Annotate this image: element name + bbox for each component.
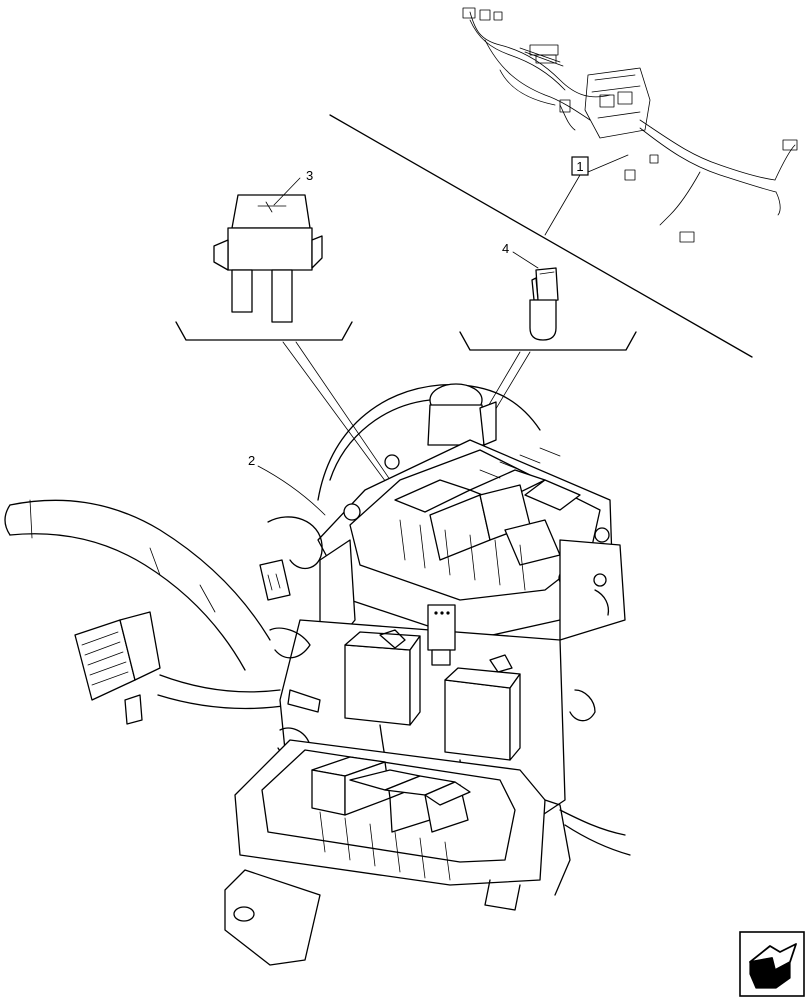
relay-right [444, 667, 521, 761]
relay-left [344, 631, 421, 726]
fuse-box-assembly [4, 383, 631, 966]
upper-fuse-block [394, 447, 581, 591]
next-page-arrow-icon[interactable] [739, 931, 805, 997]
lower-fuse-block [311, 756, 471, 881]
fuse-bracket [175, 321, 353, 341]
plug-part [529, 267, 559, 341]
fuse-part [213, 194, 323, 323]
separator-line [329, 114, 753, 358]
callout-2-label: 2 [248, 453, 255, 468]
callout-3-label: 3 [306, 168, 313, 183]
harness-overview-thumbnail [462, 7, 798, 243]
plug-bracket [459, 331, 637, 351]
callout-4-label: 4 [502, 241, 509, 256]
callout-1-label: 1 [576, 159, 583, 174]
